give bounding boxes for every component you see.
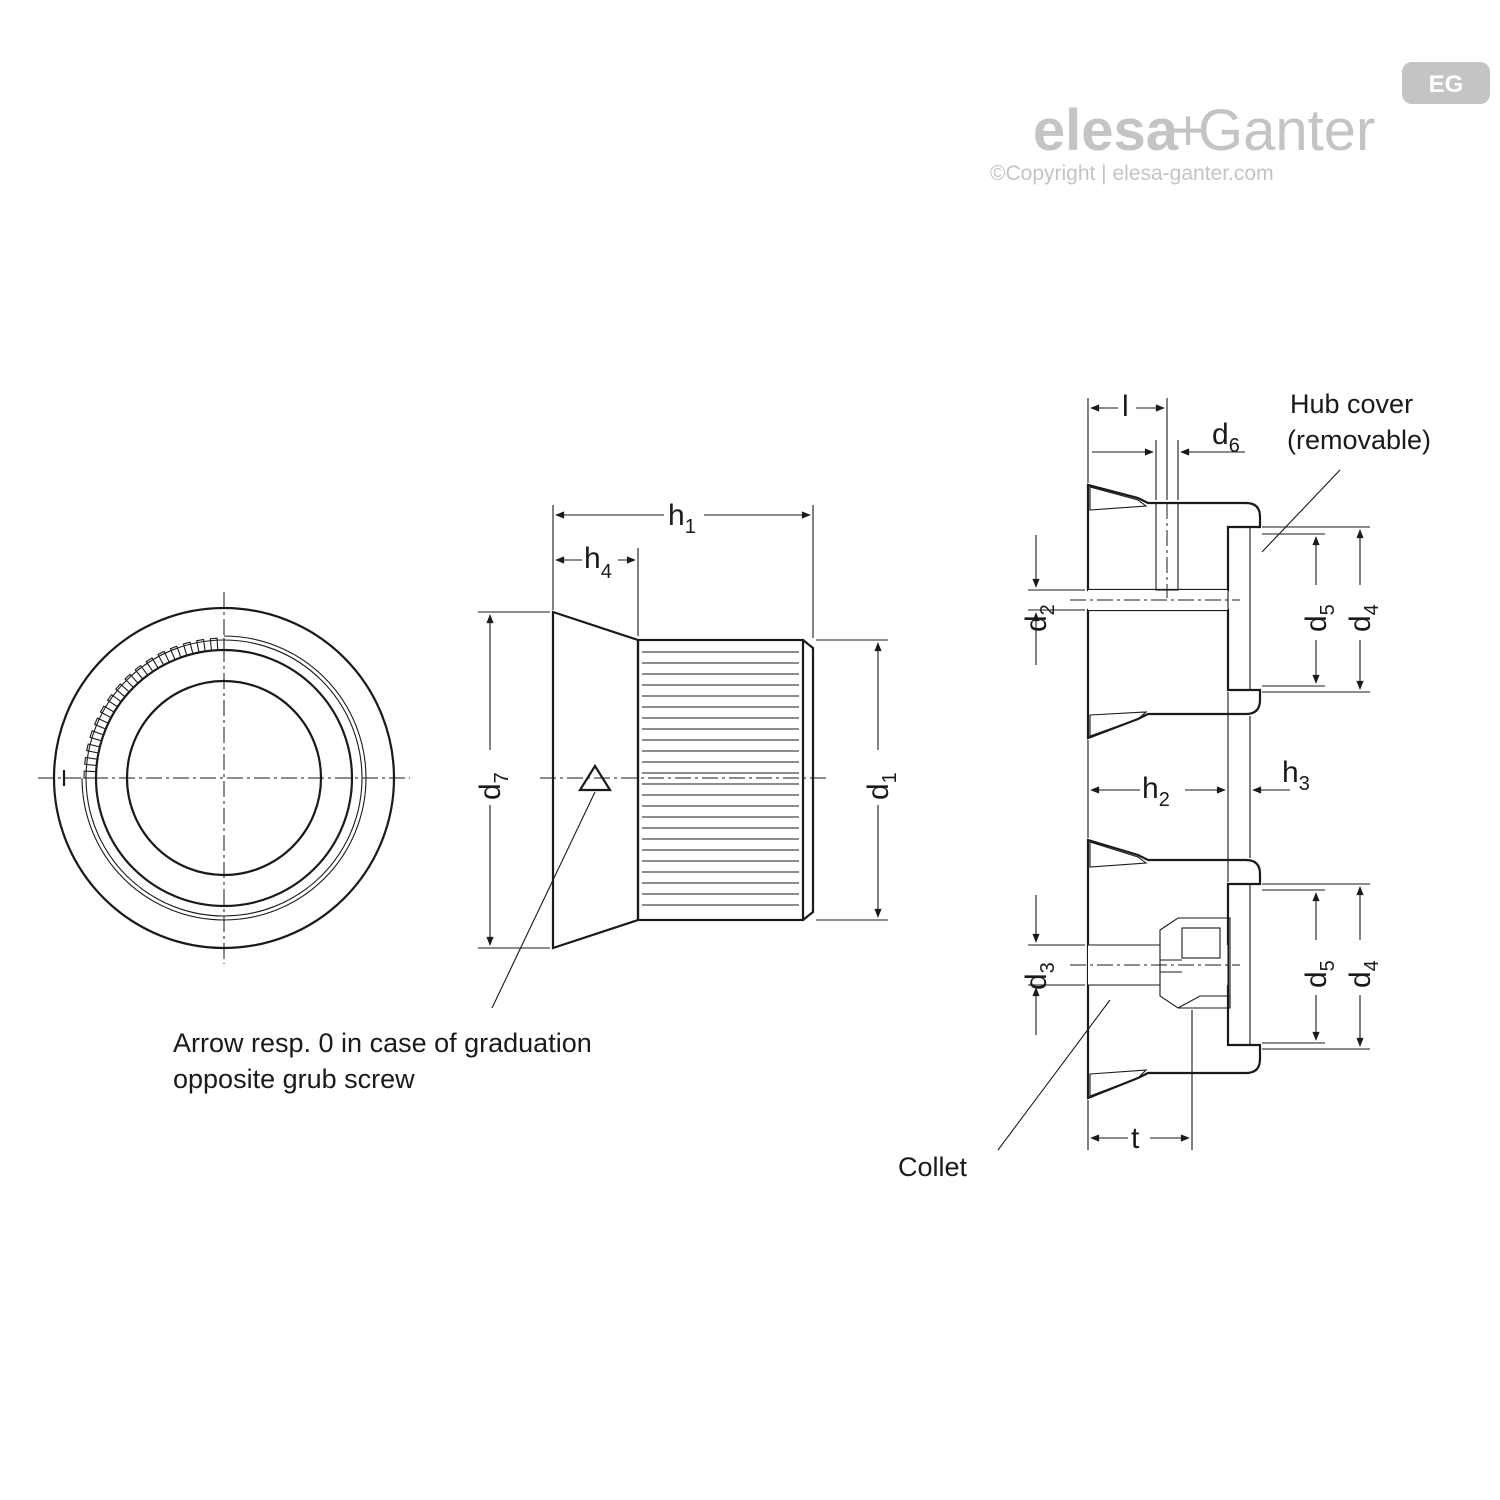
dim-h4-label: h4 [584,542,612,583]
hub-cover-note-line2: (removable) [1287,425,1431,455]
arrow-note-leader [491,791,596,1009]
knurl-lines [642,651,799,906]
hub-wall-bottom [1086,608,1262,740]
side-view: h1 h4 d7 d1 Arrow resp. 0 in case of gra… [173,499,901,1094]
flange-cone [551,610,640,950]
hub-wall-top [1086,483,1262,592]
collet-note: Collet [898,1152,968,1182]
section-view-collet [1070,838,1262,1100]
flange-insert-top-2 [1089,841,1148,868]
hub-cover [1227,526,1251,691]
dim-d5-bottom-label: d5 [1300,960,1339,988]
brand-plus: + [1171,98,1205,163]
brand-ganter: Ganter [1198,98,1375,163]
dim-d2-label: d2 [1020,604,1059,632]
copyright-text: ©Copyright | elesa-ganter.com [990,162,1274,185]
section-dimensions: l d6 Hub cover (removable) d2 d5 d4 [898,389,1431,1182]
knurled-body [636,638,805,922]
elesa-ganter-logo: EG elesa + Ganter ©Copyright | elesa-gan… [990,62,1490,185]
front-view [38,592,410,964]
dim-h2-label: h2 [1142,772,1170,811]
flange-insert-top [1089,486,1148,511]
hub-cover-leader [1261,469,1341,553]
arrow-note-line2: opposite grub screw [173,1064,415,1094]
dim-d1-label: d1 [862,772,901,800]
dim-h1-label: h1 [668,499,696,538]
chamfer-edge [802,639,815,921]
arrow-note-line1: Arrow resp. 0 in case of graduation [173,1028,592,1058]
graduation-ring [81,635,367,921]
brand-elesa: elesa [1033,98,1179,163]
knurl-teeth [83,637,225,779]
dim-d3-label: d3 [1020,962,1059,990]
dim-d5-top-label: d5 [1300,604,1339,632]
dim-h3-label: h3 [1282,756,1310,795]
dim-t-label: t [1131,1122,1140,1155]
hub-cover-note-line1: Hub cover [1290,389,1413,419]
section-view-grub-screw [1070,483,1262,740]
collet-slot-lines [1088,944,1182,986]
dim-d4-bottom-label: d4 [1344,960,1383,988]
dim-l-label: l [1122,390,1129,423]
dim-d6-label: d6 [1212,418,1240,457]
flange-insert-bottom [1089,711,1148,737]
collet-leader [997,999,1111,1151]
flange-insert-bottom-2 [1089,1069,1148,1097]
collet-insert [1177,995,1231,1009]
dim-d4-top-label: d4 [1344,604,1383,632]
eg-badge-text: EG [1429,71,1464,98]
eg-badge [1402,62,1490,104]
dim-d7-label: d7 [474,772,513,800]
collet-nut [1181,927,1221,959]
